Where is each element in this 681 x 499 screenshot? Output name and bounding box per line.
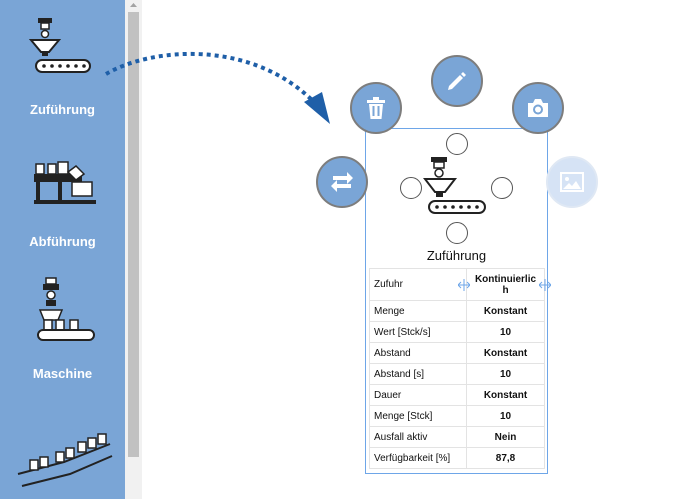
swap-button[interactable] [316,156,368,208]
palette-item-maschine[interactable]: Maschine [0,270,125,381]
camera-icon [528,99,548,117]
resize-handle-icon[interactable] [539,279,551,291]
property-value[interactable]: Konstant [466,384,545,406]
property-key: Menge [369,300,467,322]
node-title: Zuführung [426,248,487,263]
property-value[interactable]: Kontinuierlic h [466,268,545,301]
feeder-conveyor-icon [28,18,91,73]
property-key: Menge [Stck] [369,405,467,427]
port-left[interactable] [400,177,422,199]
port-bottom[interactable] [446,222,468,244]
property-value[interactable]: Nein [466,426,545,448]
palette-item-zufuhrung[interactable]: Zuführung [0,0,125,130]
port-top[interactable] [446,133,468,155]
property-key: Abstand [s] [369,363,467,385]
property-key: Dauer [369,384,467,406]
shape-palette [0,0,125,499]
scroll-up-arrow-icon[interactable] [128,0,139,10]
property-key: Ausfall aktiv [369,426,467,448]
swap-icon [331,172,353,192]
property-row[interactable]: Abstand [s]10 [369,363,545,385]
palette-item-label: Abführung [29,234,96,249]
property-row[interactable]: Verfügbarkeit [%]87,8 [369,447,545,469]
palette-item-conveyor-products[interactable] [0,410,125,499]
scrollbar-thumb[interactable] [128,12,139,457]
property-value[interactable]: Konstant [466,342,545,364]
property-key: Abstand [369,342,467,364]
trash-icon [367,97,385,119]
discharge-station-icon [34,161,96,204]
edit-button[interactable] [431,55,483,107]
palette-item-abfuhrung[interactable]: Abführung [0,150,125,260]
property-value[interactable]: 87,8 [466,447,545,469]
image-icon [560,172,584,192]
port-right[interactable] [491,177,513,199]
pencil-icon [448,72,466,90]
property-value[interactable]: 10 [466,405,545,427]
property-row[interactable]: Menge [Stck]10 [369,405,545,427]
conveyor-products-icon [17,433,113,487]
machine-icon [37,277,95,341]
feeder-conveyor-icon [423,157,486,214]
camera-button[interactable] [512,82,564,134]
image-button[interactable] [546,156,598,208]
delete-button[interactable] [350,82,402,134]
property-key: Wert [Stck/s] [369,321,467,343]
property-row[interactable]: Wert [Stck/s]10 [369,321,545,343]
property-key: Zufuhr [369,268,467,301]
property-value[interactable]: 10 [466,363,545,385]
palette-item-label: Maschine [32,366,93,381]
palette-item-label: Zuführung [30,102,95,117]
property-key: Verfügbarkeit [%] [369,447,467,469]
property-value[interactable]: Konstant [466,300,545,322]
resize-handle-icon[interactable] [458,279,470,291]
drag-arrow-icon [104,51,330,124]
property-value[interactable]: 10 [466,321,545,343]
